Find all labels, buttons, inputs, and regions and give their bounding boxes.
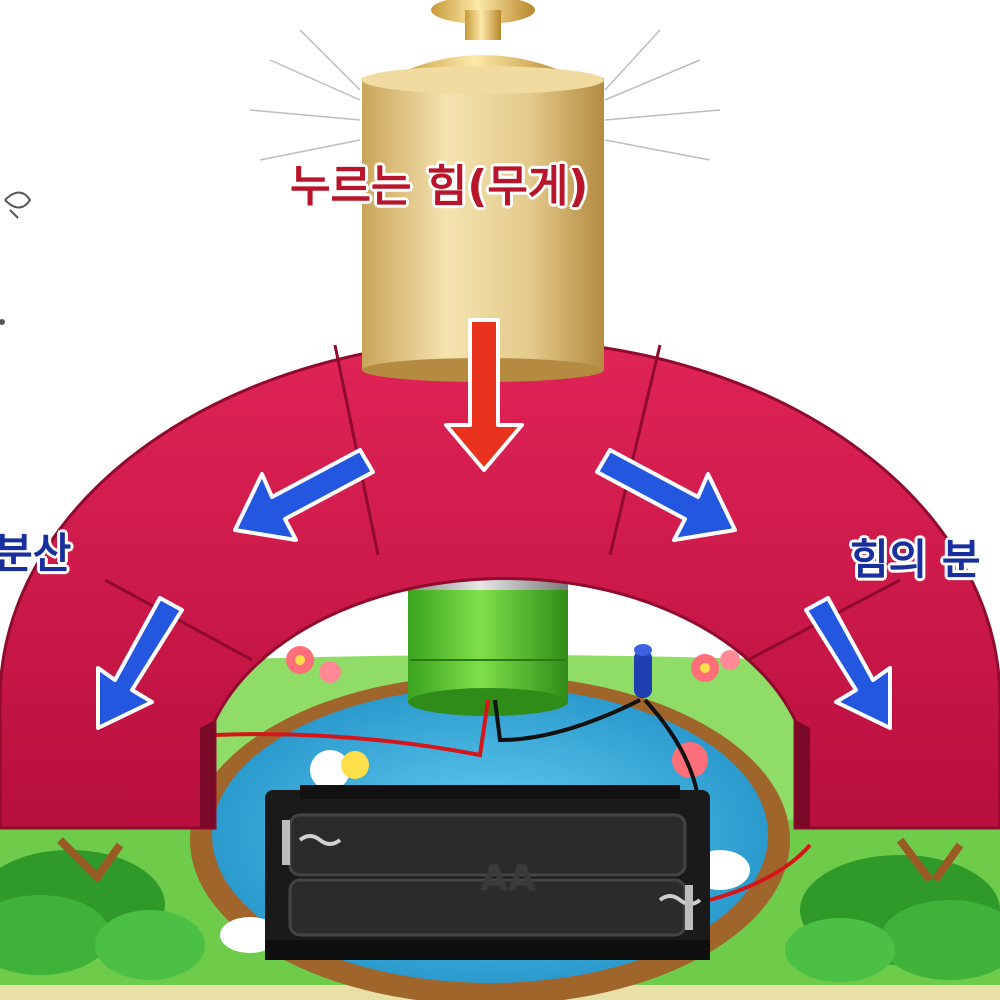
bird-icon xyxy=(0,191,32,325)
press-arrow-icon xyxy=(444,318,524,472)
tree-icon xyxy=(0,837,1000,982)
sparkle-lines xyxy=(249,29,721,161)
dispersion-label-left: 분산 xyxy=(0,529,72,578)
arch-bridge-icon xyxy=(0,338,1000,830)
flower-icon xyxy=(286,646,740,683)
buzzer-icon xyxy=(634,644,652,698)
battery-holder-icon: AA xyxy=(265,785,710,960)
svg-text:AA: AA xyxy=(480,858,536,899)
pressing-force-label: 누르는 힘(무게) xyxy=(290,161,589,212)
spread-arrow-icon xyxy=(96,448,892,730)
dispersion-label-right: 힘의 분 xyxy=(850,535,981,584)
weight-icon xyxy=(362,0,604,382)
